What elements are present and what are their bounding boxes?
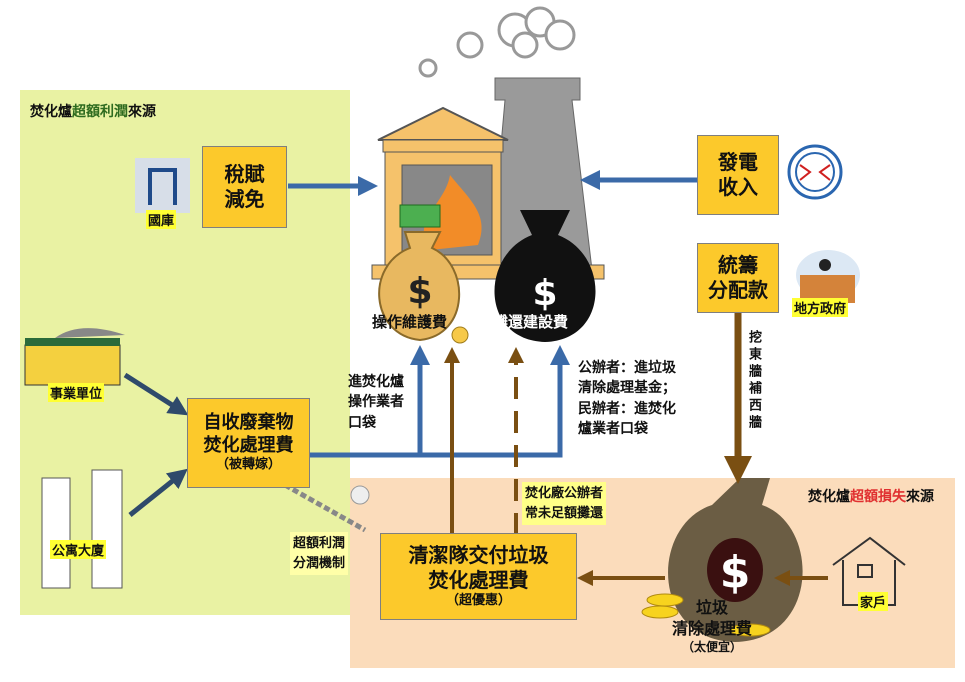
taipower-logo-icon	[787, 144, 843, 200]
note-line: 常未足額攤還	[525, 505, 604, 521]
label-line: 超額利潤	[293, 536, 346, 551]
label-note: （太便宜）	[681, 639, 742, 654]
apartment-label: 公寓大廈	[50, 540, 107, 559]
note-line: 爐業者口袋	[578, 420, 648, 437]
treasury-logo-icon	[135, 158, 190, 213]
treasury-label: 國庫	[146, 210, 177, 229]
title-highlight: 超額損失	[850, 489, 906, 505]
business-label: 事業單位	[48, 383, 105, 402]
note-line: 清除處理基金；	[578, 380, 676, 397]
title-suffix: 來源	[128, 104, 156, 120]
label-line: 清除處理費	[671, 618, 752, 638]
smoke-icon	[418, 6, 576, 78]
operator-pocket-note: 進焚化爐操作業者口袋	[348, 372, 404, 433]
box-line: 收入	[718, 175, 758, 199]
construction-fee-label: 攤還建設費	[493, 313, 569, 331]
arrow-self-fee-flow	[310, 345, 570, 458]
box-line: 焚化處理費	[203, 434, 294, 456]
svg-text:$: $	[720, 547, 751, 598]
box-line: 稅賦	[224, 162, 265, 186]
note-line: 操作業者	[348, 394, 404, 411]
arrow-business-to-box	[123, 372, 189, 416]
note-line: 進焚化爐	[348, 374, 404, 390]
label-line: 分潤機制	[293, 555, 346, 571]
box-line: 減免	[224, 187, 265, 211]
title-highlight: 超額利潤	[72, 104, 128, 120]
robbing-peter-note: 挖東牆補西牆	[746, 330, 761, 432]
profit-sharing-label: 超額利潤分潤機制	[290, 532, 349, 575]
svg-text:$: $	[407, 271, 432, 312]
svg-text:$: $	[532, 273, 557, 314]
label-line: 垃圾	[695, 598, 728, 617]
tax-reduction-box: 稅賦減免	[202, 146, 287, 228]
business-building-icon	[24, 328, 125, 386]
allocation-box: 統籌分配款	[697, 243, 779, 313]
profit-source-title: 焚化爐超額利潤來源	[30, 101, 156, 121]
box-line: 清潔隊交付垃圾	[408, 543, 549, 568]
self-collected-fee-box: 自收廢棄物焚化處理費（被轉嫁）	[187, 398, 310, 488]
title-prefix: 焚化爐	[808, 489, 850, 505]
loss-source-title: 焚化爐超額損失來源	[808, 486, 934, 506]
box-line: 焚化處理費	[428, 568, 529, 593]
box-note: （被轉嫁）	[215, 457, 281, 473]
box-line: 分配款	[708, 278, 768, 302]
public-private-note: 公辦者：進垃圾清除處理基金； 民辦者：進焚化爐業者口袋	[578, 358, 676, 439]
arrow-apartment-to-box	[128, 468, 188, 517]
apartment-building-icon	[41, 469, 123, 589]
cleaning-team-fee-box: 清潔隊交付垃圾焚化處理費（超優惠）	[380, 533, 577, 620]
money-bag-construction-icon: $	[494, 210, 596, 342]
power-income-box: 發電收入	[697, 135, 779, 215]
box-line: 發電	[718, 150, 758, 174]
box-line: 自收廢棄物	[203, 412, 294, 434]
note-line: 公辦者：進垃圾	[578, 360, 676, 376]
note-line: 民辦者：進焚化	[578, 400, 676, 417]
money-bag-operation-icon: $	[378, 204, 469, 344]
household-label: 家戶	[858, 592, 889, 611]
unpaid-note: 焚化廠公辦者常未足額攤還	[522, 482, 607, 525]
note-line: 口袋	[348, 414, 376, 431]
title-suffix: 來源	[906, 489, 934, 505]
local-government-icon	[796, 250, 860, 303]
chain-figure-icon	[283, 482, 370, 533]
garbage-fee-money-bag-icon: $	[641, 478, 803, 642]
garbage-fee-label: 垃圾清除處理費（太便宜）	[652, 598, 772, 655]
note-line: 焚化廠公辦者	[525, 486, 604, 501]
title-prefix: 焚化爐	[30, 104, 72, 120]
box-line: 統籌	[718, 253, 758, 277]
box-note: （超優惠）	[445, 593, 511, 609]
operation-fee-label: 操作維護費	[372, 313, 448, 331]
local-government-label: 地方政府	[792, 298, 849, 317]
